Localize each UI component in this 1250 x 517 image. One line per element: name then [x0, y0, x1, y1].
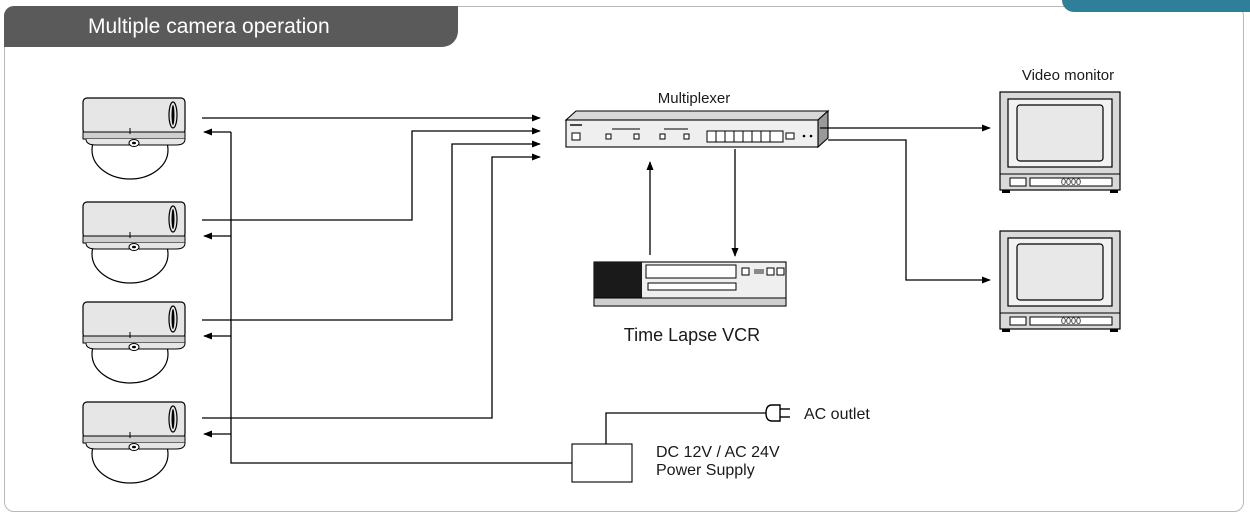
camera-2 [82, 201, 186, 284]
video-monitor-2: 0000 [999, 230, 1121, 333]
multiplexer: Multiplexer [564, 90, 830, 149]
ac-outlet-label: AC outlet [804, 406, 870, 423]
time-lapse-vcr: Time Lapse VCR [593, 261, 787, 345]
camera-1 [82, 97, 186, 180]
video-signal-lines [202, 114, 541, 419]
camera-3 [82, 301, 186, 384]
monitor-output-lines [820, 124, 991, 284]
vcr-label: Time Lapse VCR [624, 325, 760, 345]
ac-plug-icon [765, 404, 790, 422]
video-monitor-label: Video monitor [1022, 67, 1114, 84]
vcr-link-lines [646, 149, 739, 257]
power-lines [203, 128, 572, 464]
monitor-keys-1: 0000 [1061, 177, 1081, 187]
monitor-keys-2: 0000 [1061, 316, 1081, 326]
power-supply-line1: DC 12V / AC 24V [656, 444, 780, 461]
power-supply-line2: Power Supply [656, 462, 755, 479]
power-supply: DC 12V / AC 24V Power Supply [571, 412, 780, 483]
multiplexer-label: Multiplexer [658, 90, 731, 107]
corner-accent-tab [1062, 0, 1250, 12]
camera-4 [82, 401, 186, 484]
page-title: Multiple camera operation [4, 6, 458, 47]
video-monitor-1: 0000 [999, 91, 1121, 194]
